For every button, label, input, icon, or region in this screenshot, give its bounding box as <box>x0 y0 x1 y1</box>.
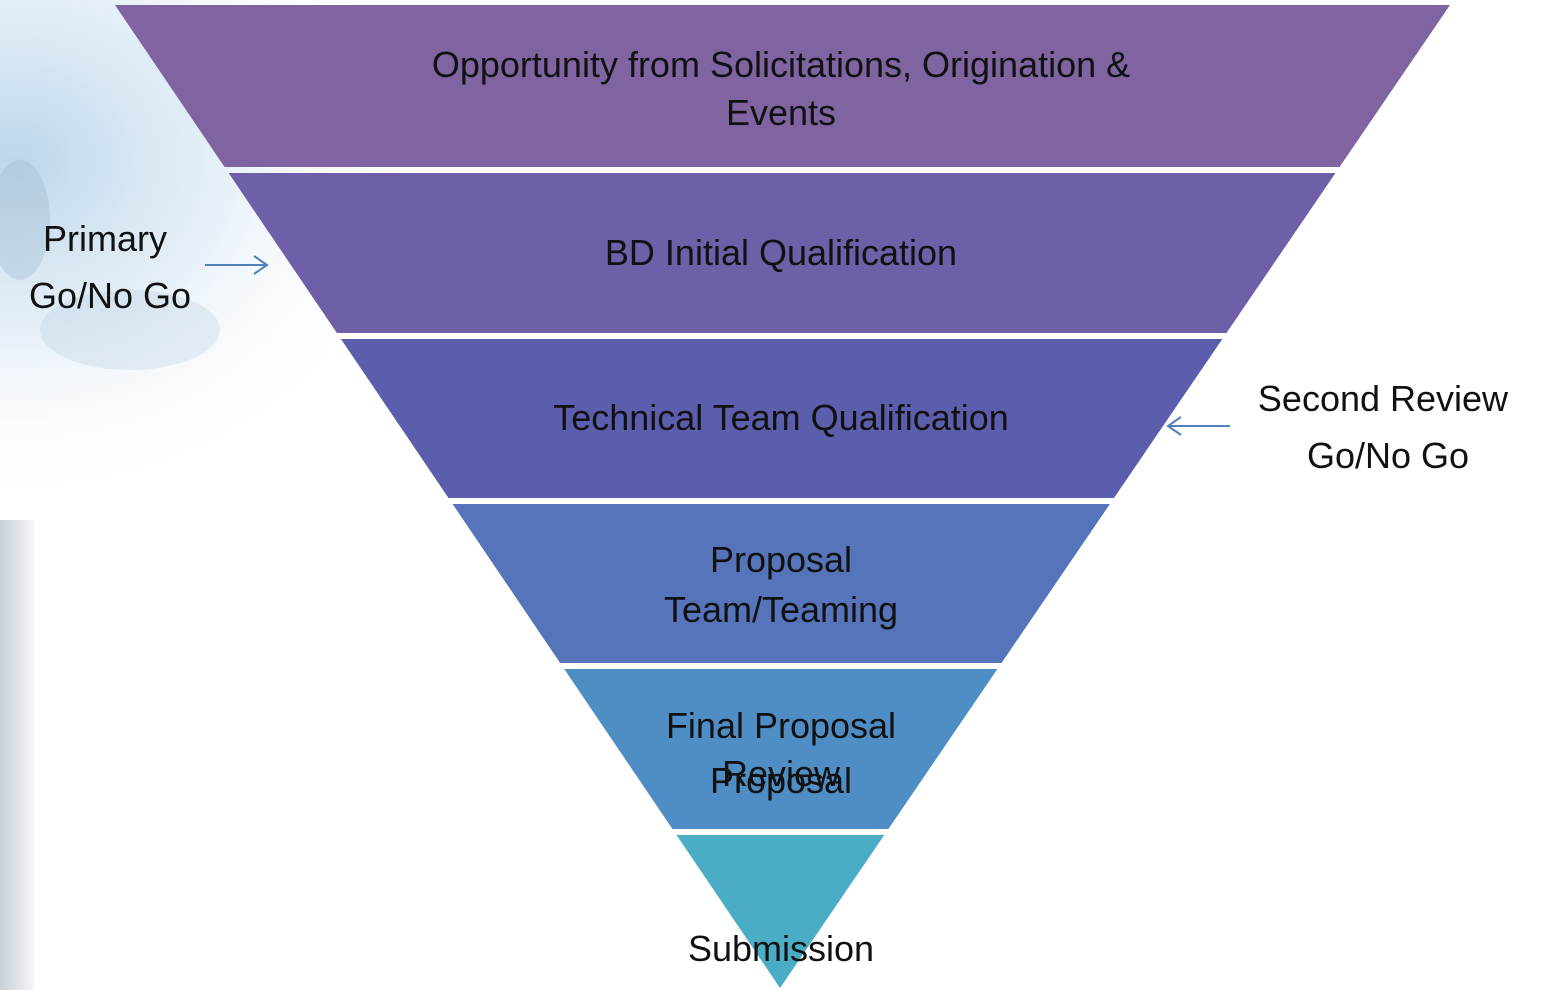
funnel-stage-4-line-2: Team/Teaming <box>664 589 898 630</box>
funnel-stage-3-line-1: Technical Team Qualification <box>553 397 1009 438</box>
funnel-stage-2-shape <box>228 173 1336 333</box>
second-review-go-no-go-annotation: Second Review Go/No Go <box>1166 378 1518 476</box>
funnel-stage-3-label: Technical Team Qualification <box>553 397 1009 438</box>
primary-go-no-go-label: Primary Go/No Go <box>29 218 191 316</box>
funnel-stage-3-shape <box>340 339 1223 498</box>
funnel-stage-5-line-1: Final Proposal <box>666 705 896 746</box>
funnel-stage-1-line-2: Events <box>726 92 836 133</box>
primary-go-no-go-annotation: Primary Go/No Go <box>29 218 269 316</box>
funnel-stage-4-line-1: Proposal <box>710 539 852 580</box>
second-review-arrow-icon <box>1166 416 1230 436</box>
second-review-label: Second Review Go/No Go <box>1258 378 1518 476</box>
funnel-stage-5-line-2: Review <box>722 753 841 794</box>
second-review-line-2: Go/No Go <box>1307 435 1469 476</box>
primary-arrow-icon <box>205 255 269 275</box>
funnel-stage-5-shape <box>564 669 998 829</box>
funnel-stage-6-shape <box>676 835 885 988</box>
primary-line-2: Go/No Go <box>29 275 191 316</box>
funnel-stage-1-label: Opportunity from Solicitations, Originat… <box>432 44 1130 133</box>
primary-line-1: Primary <box>43 218 167 259</box>
funnel-stage-1-shape <box>115 5 1450 167</box>
funnel-stage-4-shape <box>452 504 1110 663</box>
funnel-stages: Opportunity from Solicitations, Originat… <box>115 5 1450 988</box>
funnel-stage-1-line-1: Opportunity from Solicitations, Originat… <box>432 44 1130 85</box>
second-review-line-1: Second Review <box>1258 378 1509 419</box>
funnel-stage-2-label: BD Initial Qualification <box>605 232 957 273</box>
funnel-stage-2-line-1: BD Initial Qualification <box>605 232 957 273</box>
funnel-stage-6-line-1: Proposal <box>710 760 852 801</box>
funnel-stage-6-line-2: Submission <box>688 928 874 969</box>
